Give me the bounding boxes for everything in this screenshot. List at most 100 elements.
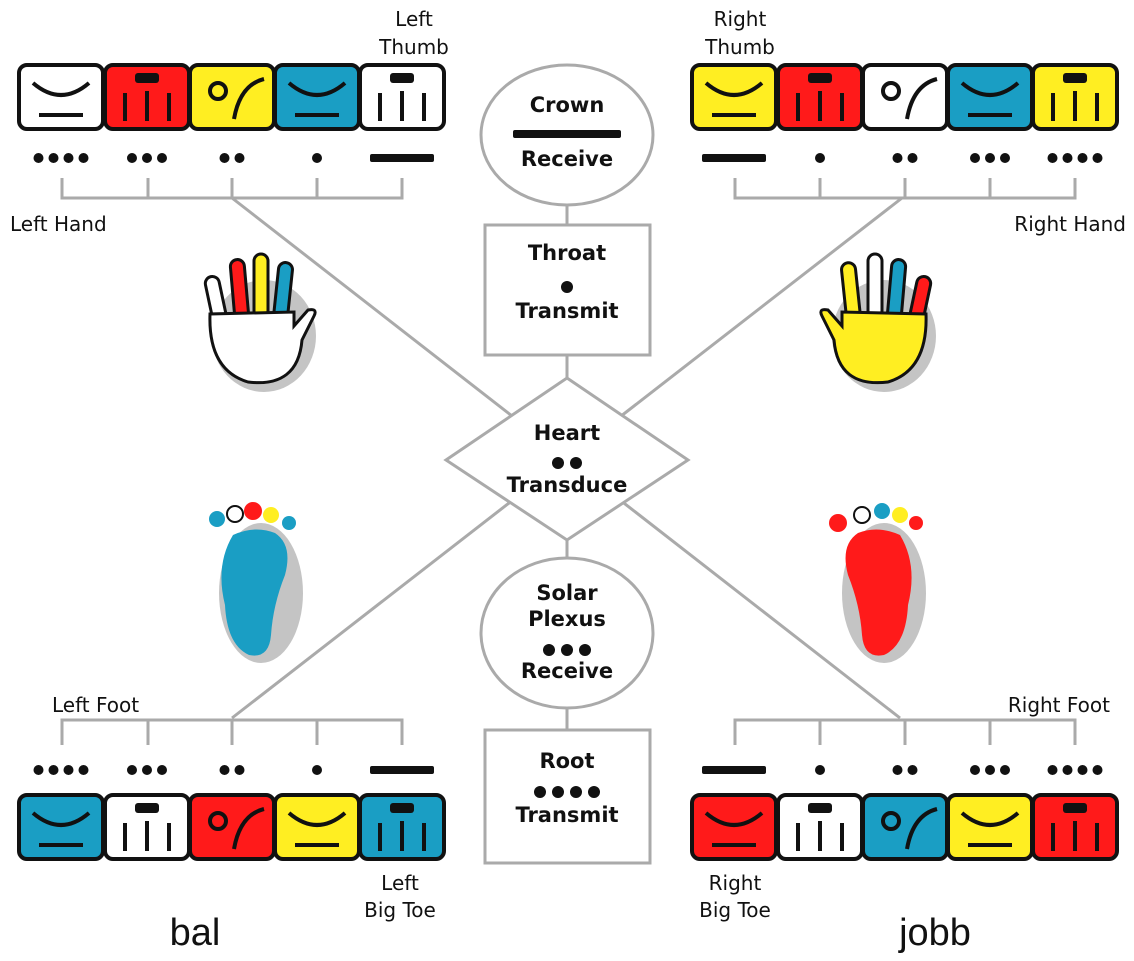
number-marker <box>970 153 1010 163</box>
number-marker <box>219 765 245 775</box>
number-dot <box>33 153 44 163</box>
right-foot-bracket <box>733 718 1077 745</box>
right-big-toe-label-1: Right <box>709 871 762 895</box>
left-hand-bracket <box>60 178 404 200</box>
number-dot <box>48 153 59 163</box>
number-dot <box>1062 765 1073 775</box>
left-thumb-label-2: Thumb <box>378 35 449 59</box>
heart-node: Heart Transduce <box>443 376 691 542</box>
throat-number-marker <box>561 281 573 293</box>
glyph-tile <box>358 63 446 131</box>
right-hand-glyph-row <box>690 63 1119 163</box>
solar-plexus-action: Receive <box>521 659 613 683</box>
root-name: Root <box>539 749 594 773</box>
glyph-tile <box>946 793 1034 861</box>
number-marker <box>33 153 89 163</box>
number-bar <box>702 766 766 774</box>
number-dot <box>63 765 74 775</box>
right-thumb-label-1: Right <box>714 7 767 31</box>
number-dot <box>815 765 825 775</box>
crown-node: Crown Receive <box>479 63 655 207</box>
number-dot <box>1077 153 1088 163</box>
number-dot <box>1000 765 1010 775</box>
number-dot <box>33 765 44 775</box>
right-hand-icon <box>819 252 936 392</box>
left-foot-label: Left Foot <box>52 693 139 717</box>
number-marker <box>561 281 573 293</box>
left-foot-bracket <box>60 718 404 745</box>
heart-name: Heart <box>534 421 600 445</box>
left-big-toe-label-1: Left <box>381 871 419 895</box>
number-marker <box>513 130 621 138</box>
number-marker <box>127 765 167 775</box>
number-dot <box>561 644 573 656</box>
left-thumb-label-1: Left <box>395 7 433 31</box>
glyph-tile <box>188 793 276 861</box>
root-node: Root Transmit <box>483 728 652 865</box>
glyph-tile <box>273 63 361 131</box>
glyph-tile <box>1031 63 1119 131</box>
left-hand-glyph-row <box>17 63 446 163</box>
number-marker <box>815 765 825 775</box>
solar-plexus-node: Solar Plexus Receive <box>479 556 655 710</box>
number-dot <box>1062 153 1073 163</box>
number-dot <box>127 153 137 163</box>
number-marker <box>127 153 167 163</box>
number-dot <box>48 765 59 775</box>
throat-name: Throat <box>528 241 606 265</box>
number-dot <box>892 153 903 163</box>
number-dot <box>1047 153 1058 163</box>
right-thumb-label-2: Thumb <box>704 35 775 59</box>
number-dot <box>985 765 995 775</box>
number-dot <box>570 457 582 469</box>
number-dot <box>63 153 74 163</box>
number-dot <box>219 153 230 163</box>
heart-action: Transduce <box>507 473 628 497</box>
number-dot <box>552 786 564 798</box>
number-dot <box>312 153 322 163</box>
glyph-tile <box>776 63 864 131</box>
number-dot <box>815 153 825 163</box>
crown-number-marker <box>513 130 621 138</box>
solar-plexus-number-marker <box>543 644 591 656</box>
throat-action: Transmit <box>515 299 618 323</box>
glyph-tile <box>17 63 105 131</box>
glyph-tile <box>946 63 1034 131</box>
heart-number-marker <box>552 457 582 469</box>
number-dot <box>552 457 564 469</box>
number-dot <box>970 153 980 163</box>
right-foot-icon <box>829 503 926 663</box>
glyph-tile <box>690 793 778 861</box>
root-action: Transmit <box>515 803 618 827</box>
number-dot <box>1092 765 1103 775</box>
glyph-tile <box>103 793 191 861</box>
number-marker <box>312 153 322 163</box>
right-hand-label: Right Hand <box>1014 212 1126 236</box>
right-foot-label: Right Foot <box>1008 693 1110 717</box>
number-dot <box>142 765 152 775</box>
number-dot <box>892 765 903 775</box>
glyph-tile <box>690 63 778 131</box>
number-marker <box>370 766 434 774</box>
number-marker <box>219 153 245 163</box>
number-marker <box>892 765 918 775</box>
number-marker <box>815 153 825 163</box>
number-bar <box>370 154 434 162</box>
glyph-tile <box>776 793 864 861</box>
number-marker <box>543 644 591 656</box>
number-dot <box>234 153 245 163</box>
bottom-left-label: bal <box>170 912 221 954</box>
number-dot <box>985 153 995 163</box>
number-dot <box>543 644 555 656</box>
number-dot <box>588 786 600 798</box>
number-marker <box>534 786 600 798</box>
number-dot <box>534 786 546 798</box>
number-dot <box>907 765 918 775</box>
left-hand-label: Left Hand <box>10 212 107 236</box>
bottom-right-label: jobb <box>898 912 971 954</box>
number-dot <box>907 153 918 163</box>
number-marker <box>1047 765 1103 775</box>
number-bar <box>513 130 621 138</box>
right-foot-glyph-row <box>690 765 1119 861</box>
